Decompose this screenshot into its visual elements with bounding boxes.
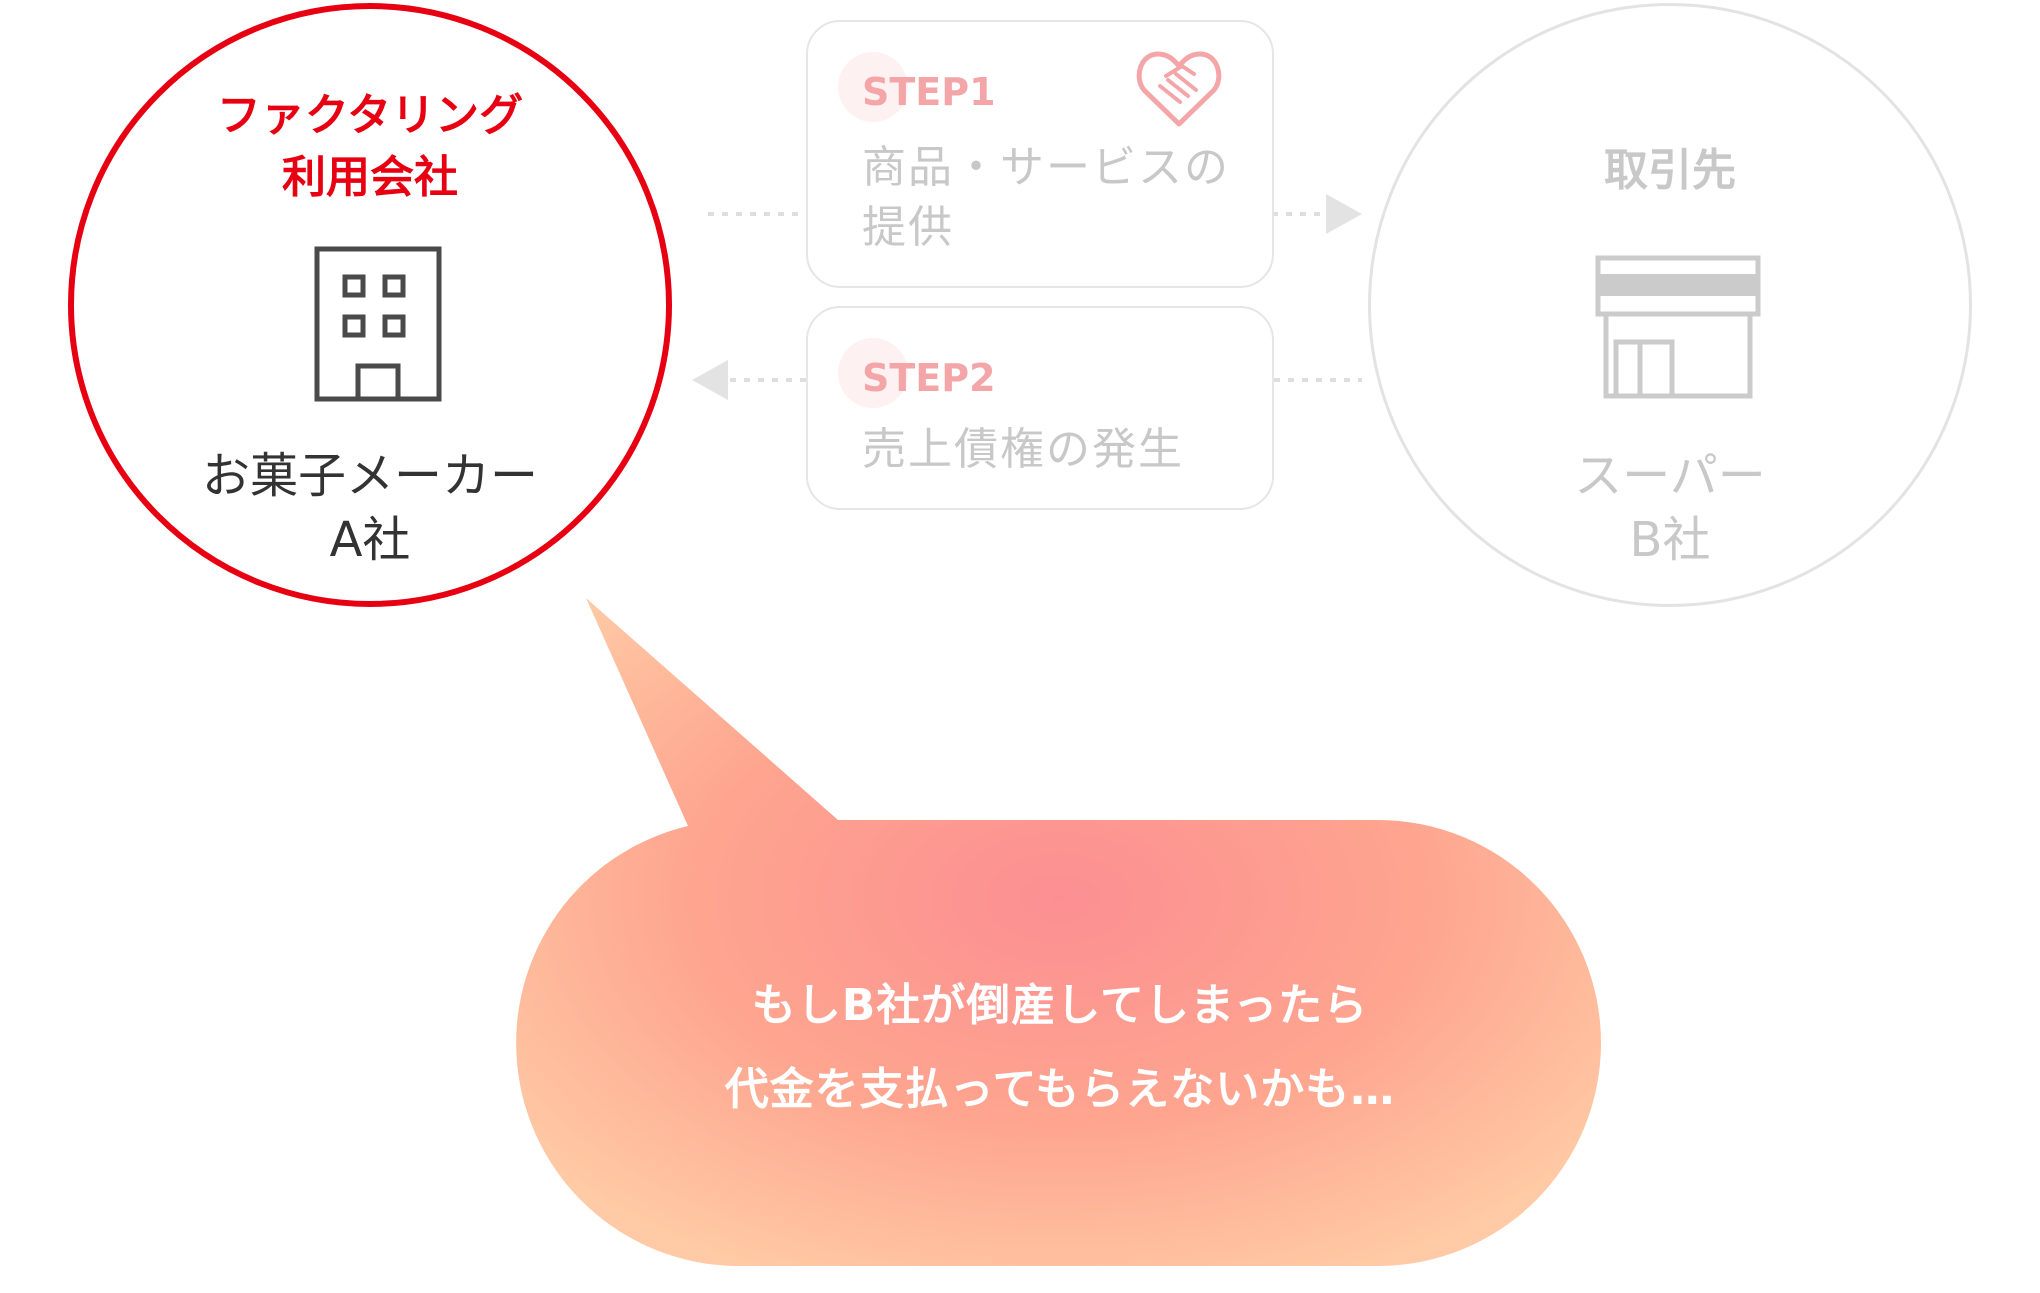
partner-name-line-1: スーパー (1574, 448, 1766, 504)
step2-label: STEP2 (862, 356, 996, 400)
bubble-text-line-2: 代金を支払ってもらえないかも… (724, 1064, 1396, 1115)
step2-dot (838, 338, 908, 408)
step1-dot (838, 52, 908, 122)
bubble-text-line-1: もしB社が倒産してしまったら (751, 980, 1369, 1031)
step1-label: STEP1 (862, 70, 996, 114)
store-icon (1595, 255, 1761, 399)
company-a-role-line-2: 利用会社 (282, 152, 458, 203)
company-a-name-line-2: A社 (329, 512, 411, 568)
arrow-step1-to-partner (708, 194, 1362, 234)
office-building-icon (314, 246, 442, 402)
speech-bubble-body (516, 598, 1602, 1266)
arrow-partner-to-company (692, 360, 1362, 400)
company-a-name-line-1: お菓子メーカー (201, 448, 538, 504)
company-a-role-line-1: ファクタリング (216, 90, 524, 141)
company-a-circle (68, 3, 672, 607)
partner-name-line-2: B社 (1629, 512, 1711, 568)
step1-text-line-1: 商品・サービスの (862, 142, 1230, 193)
step2-text-line-1: 売上債権の発生 (862, 424, 1184, 475)
step2-box (806, 306, 1274, 510)
partner-circle (1368, 3, 1972, 607)
handshake-heart-icon (1136, 51, 1222, 127)
partner-title: 取引先 (1604, 145, 1736, 196)
step1-text-line-2: 提供 (862, 202, 954, 253)
